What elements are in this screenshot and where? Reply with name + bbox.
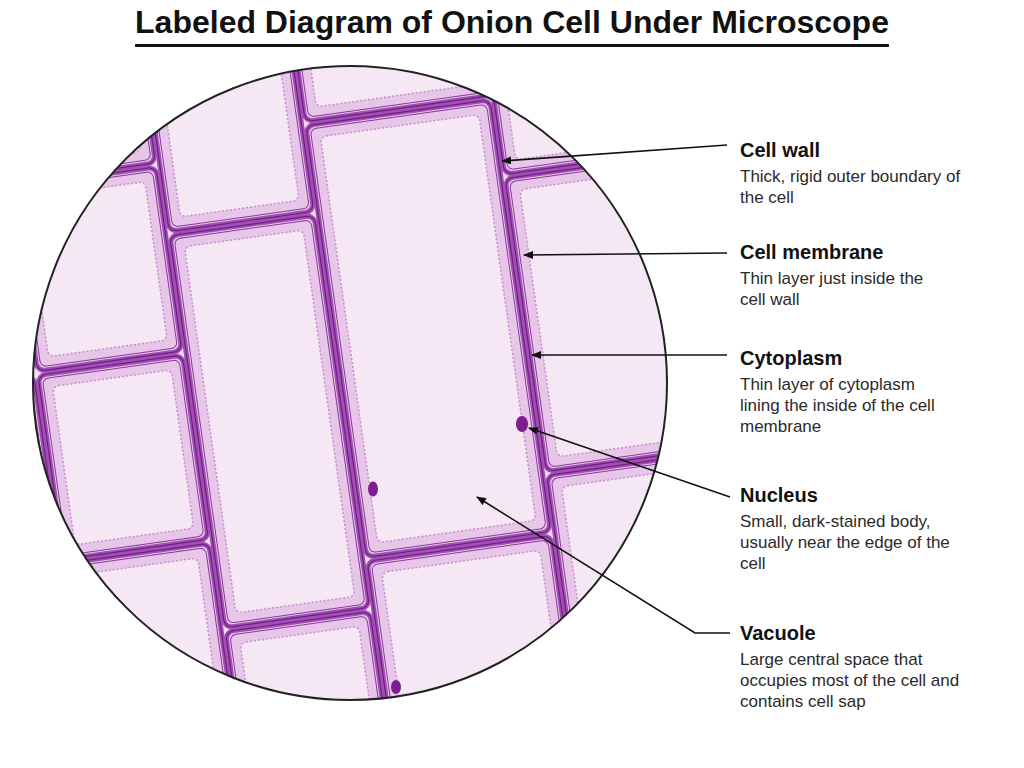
vacuole [53, 370, 194, 545]
onion-cell [38, 355, 208, 560]
cell-membrane [0, 588, 97, 768]
cell-membrane [16, 171, 177, 366]
field-outline [33, 66, 667, 700]
cell-membrane [372, 540, 583, 768]
onion-cell [0, 0, 4, 186]
cell-wall [547, 452, 755, 768]
vacuole [0, 0, 141, 169]
part-description: Small, dark-stained body, usually near t… [740, 511, 955, 574]
part-name: Nucleus [740, 483, 818, 507]
part-name: Cytoplasm [740, 346, 842, 370]
vacuole [79, 558, 235, 768]
part-description: Thick, rigid outer boundary of the cell [740, 166, 985, 208]
onion-cell [0, 584, 102, 768]
cell-wall [11, 167, 181, 372]
cell-membrane [510, 160, 707, 467]
leader-lines [477, 145, 730, 633]
cell-wall [38, 355, 208, 560]
nucleus [368, 482, 378, 497]
leader-line [524, 253, 727, 255]
cell-wall [367, 535, 587, 768]
nucleus [516, 416, 528, 432]
leader-line [532, 354, 727, 356]
cell-wall [0, 0, 155, 183]
part-description: Thin layer of cytoplasm lining the insid… [740, 374, 950, 437]
leader-line [529, 428, 730, 497]
part-name: Cell wall [740, 138, 820, 162]
onion-cell [11, 167, 181, 372]
vacuole [0, 183, 19, 379]
vacuole [382, 550, 572, 768]
nucleus [391, 680, 401, 694]
title-wrap: Labeled Diagram of Onion Cell Under Micr… [0, 4, 1024, 47]
cell-wall [0, 0, 4, 186]
onion-cell [367, 535, 587, 768]
part-description: Thin layer just inside the cell wall [740, 268, 930, 310]
onion-cell [547, 452, 755, 768]
cell-membrane [0, 172, 29, 389]
vacuole [26, 182, 167, 357]
leader-line [502, 145, 727, 161]
title: Labeled Diagram of Onion Cell Under Micr… [135, 4, 889, 47]
vacuole [520, 170, 696, 457]
cell-wall-line [38, 355, 208, 560]
cell-wall [0, 168, 33, 394]
cell-wall-line [547, 452, 755, 768]
vacuole [744, 544, 899, 750]
onion-cell [505, 155, 711, 471]
onion-cell [225, 611, 398, 768]
cell-wall-line [11, 167, 181, 372]
cell-wall [505, 155, 711, 471]
leader-line [477, 497, 730, 633]
cell-wall-line [225, 611, 398, 768]
onion-cell [0, 0, 155, 183]
cell-wall [225, 611, 398, 768]
cell-wall-line [367, 535, 587, 768]
cell-membrane [0, 0, 151, 179]
part-name: Vacuole [740, 621, 816, 645]
cell-membrane [230, 616, 394, 768]
vacuole [0, 599, 87, 768]
cell-wall-line [0, 584, 102, 768]
cell-wall-line [0, 0, 155, 183]
onion-cell [0, 168, 33, 394]
vacuole [561, 467, 740, 768]
part-description: Large central space that occupies most o… [740, 649, 990, 712]
cell-wall-line [505, 155, 711, 471]
cell-wall-line [0, 168, 33, 394]
vacuole [0, 391, 48, 587]
cell-wall-line [0, 0, 4, 186]
vacuole [320, 114, 536, 542]
part-name: Cell membrane [740, 240, 883, 264]
cell-wall [0, 584, 102, 768]
cell-membrane [551, 457, 750, 768]
